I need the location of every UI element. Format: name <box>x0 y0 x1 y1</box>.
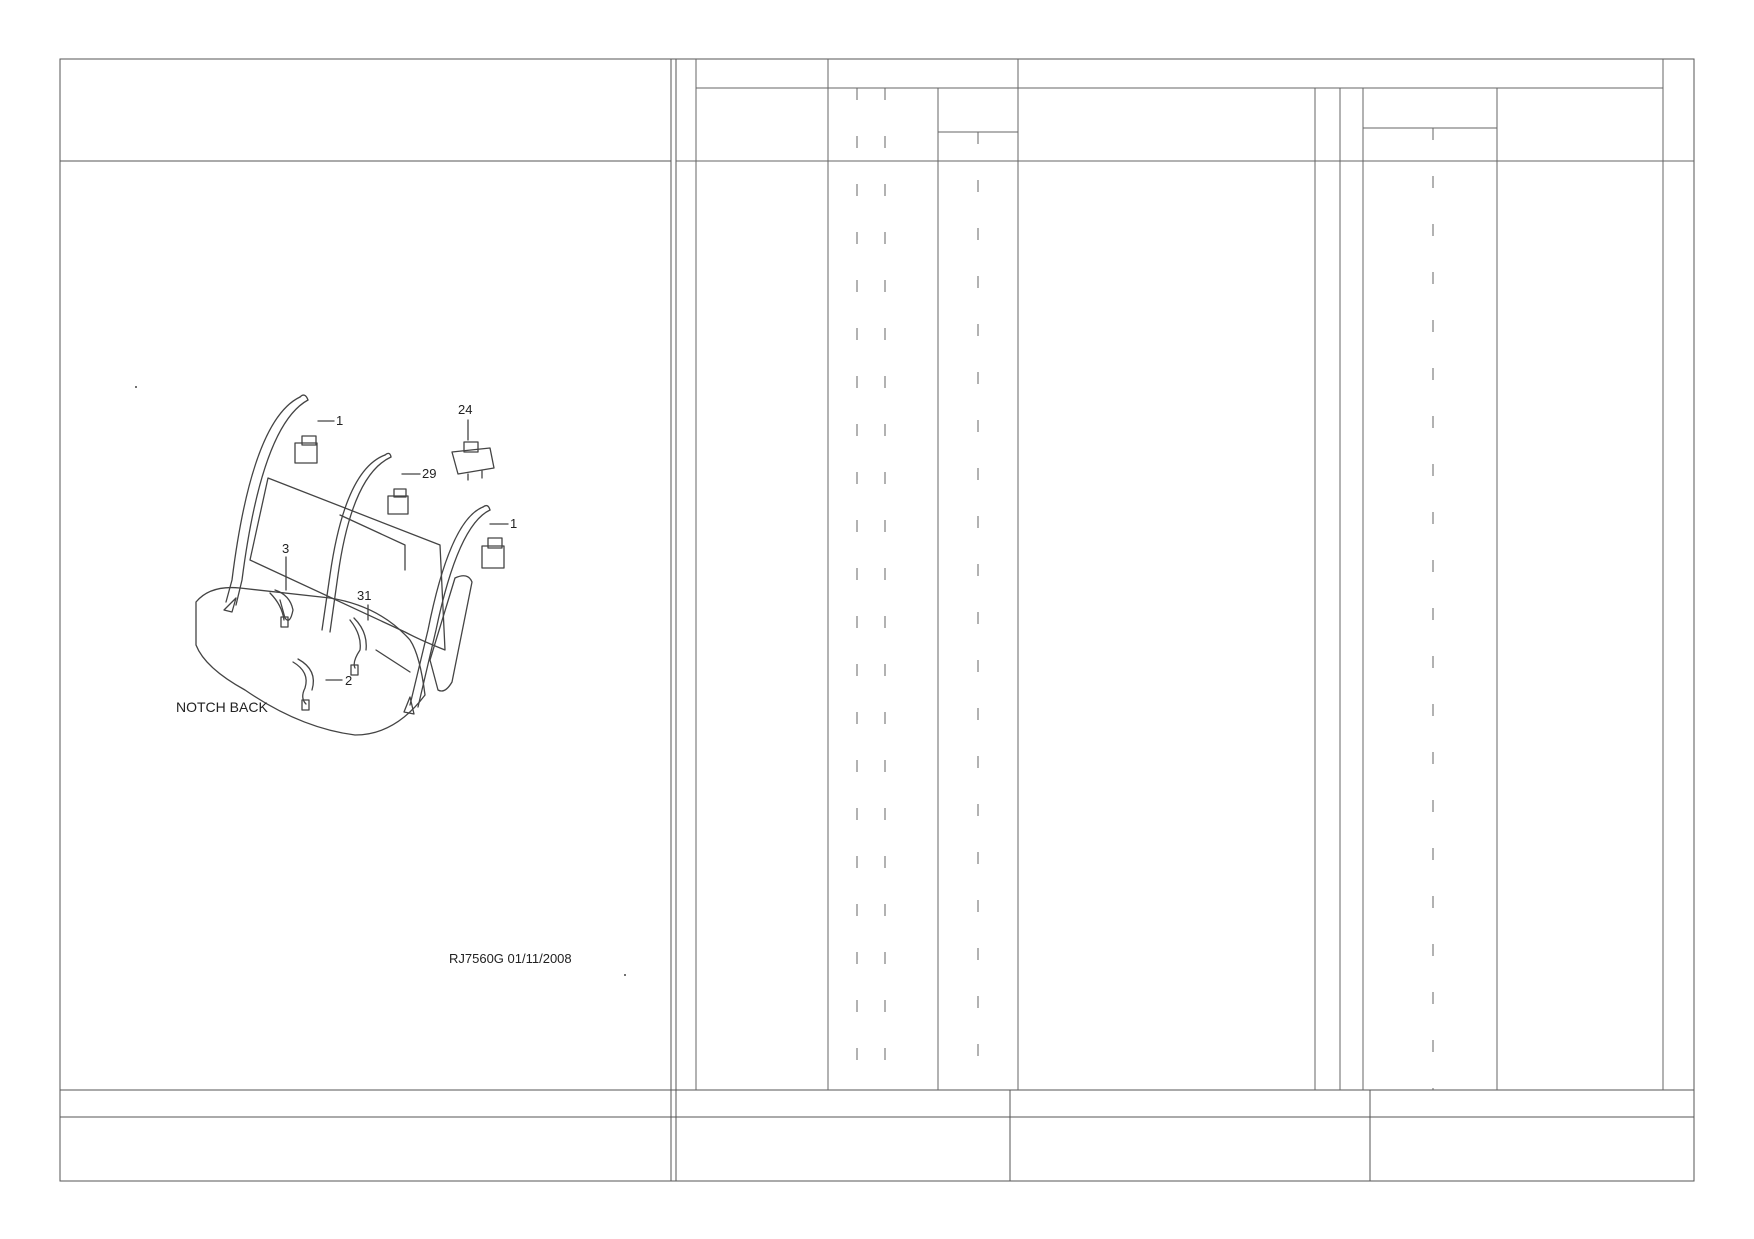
callout-24: 24 <box>458 402 472 417</box>
seat-cushion <box>195 586 426 736</box>
seat-back <box>249 477 446 651</box>
retractor-left <box>294 442 318 464</box>
seat-belt-illustration <box>195 394 509 736</box>
parts-table-grid <box>676 59 1694 1090</box>
retractor-center <box>387 495 409 515</box>
sheet-frame <box>59 58 1695 1182</box>
buckle-31 <box>349 619 361 669</box>
callout-29: 29 <box>422 466 436 481</box>
retractor-right <box>481 545 505 569</box>
drawing-reference: RJ7560G 01/11/2008 <box>449 951 572 966</box>
seat-bolster <box>429 575 473 692</box>
illustration-caption: NOTCH BACK <box>176 699 268 715</box>
parts-table-subcolumns <box>856 88 1434 1090</box>
footer-title-block <box>60 1090 1694 1181</box>
callout-1-right: 1 <box>510 516 517 531</box>
belt-right <box>409 506 484 706</box>
callout-2: 2 <box>345 673 352 688</box>
buckle-2 <box>292 661 307 705</box>
callout-3: 3 <box>282 541 289 556</box>
belt-left <box>225 396 301 603</box>
callout-31: 31 <box>357 588 371 603</box>
callout-1-left: 1 <box>336 413 343 428</box>
belt-center <box>321 454 386 631</box>
scan-dot <box>624 974 626 976</box>
buckle-3 <box>274 589 294 621</box>
callout-numbers: 1 24 29 1 3 31 2 <box>282 402 517 688</box>
scan-dot <box>135 386 137 388</box>
part-24-clip <box>451 447 495 475</box>
